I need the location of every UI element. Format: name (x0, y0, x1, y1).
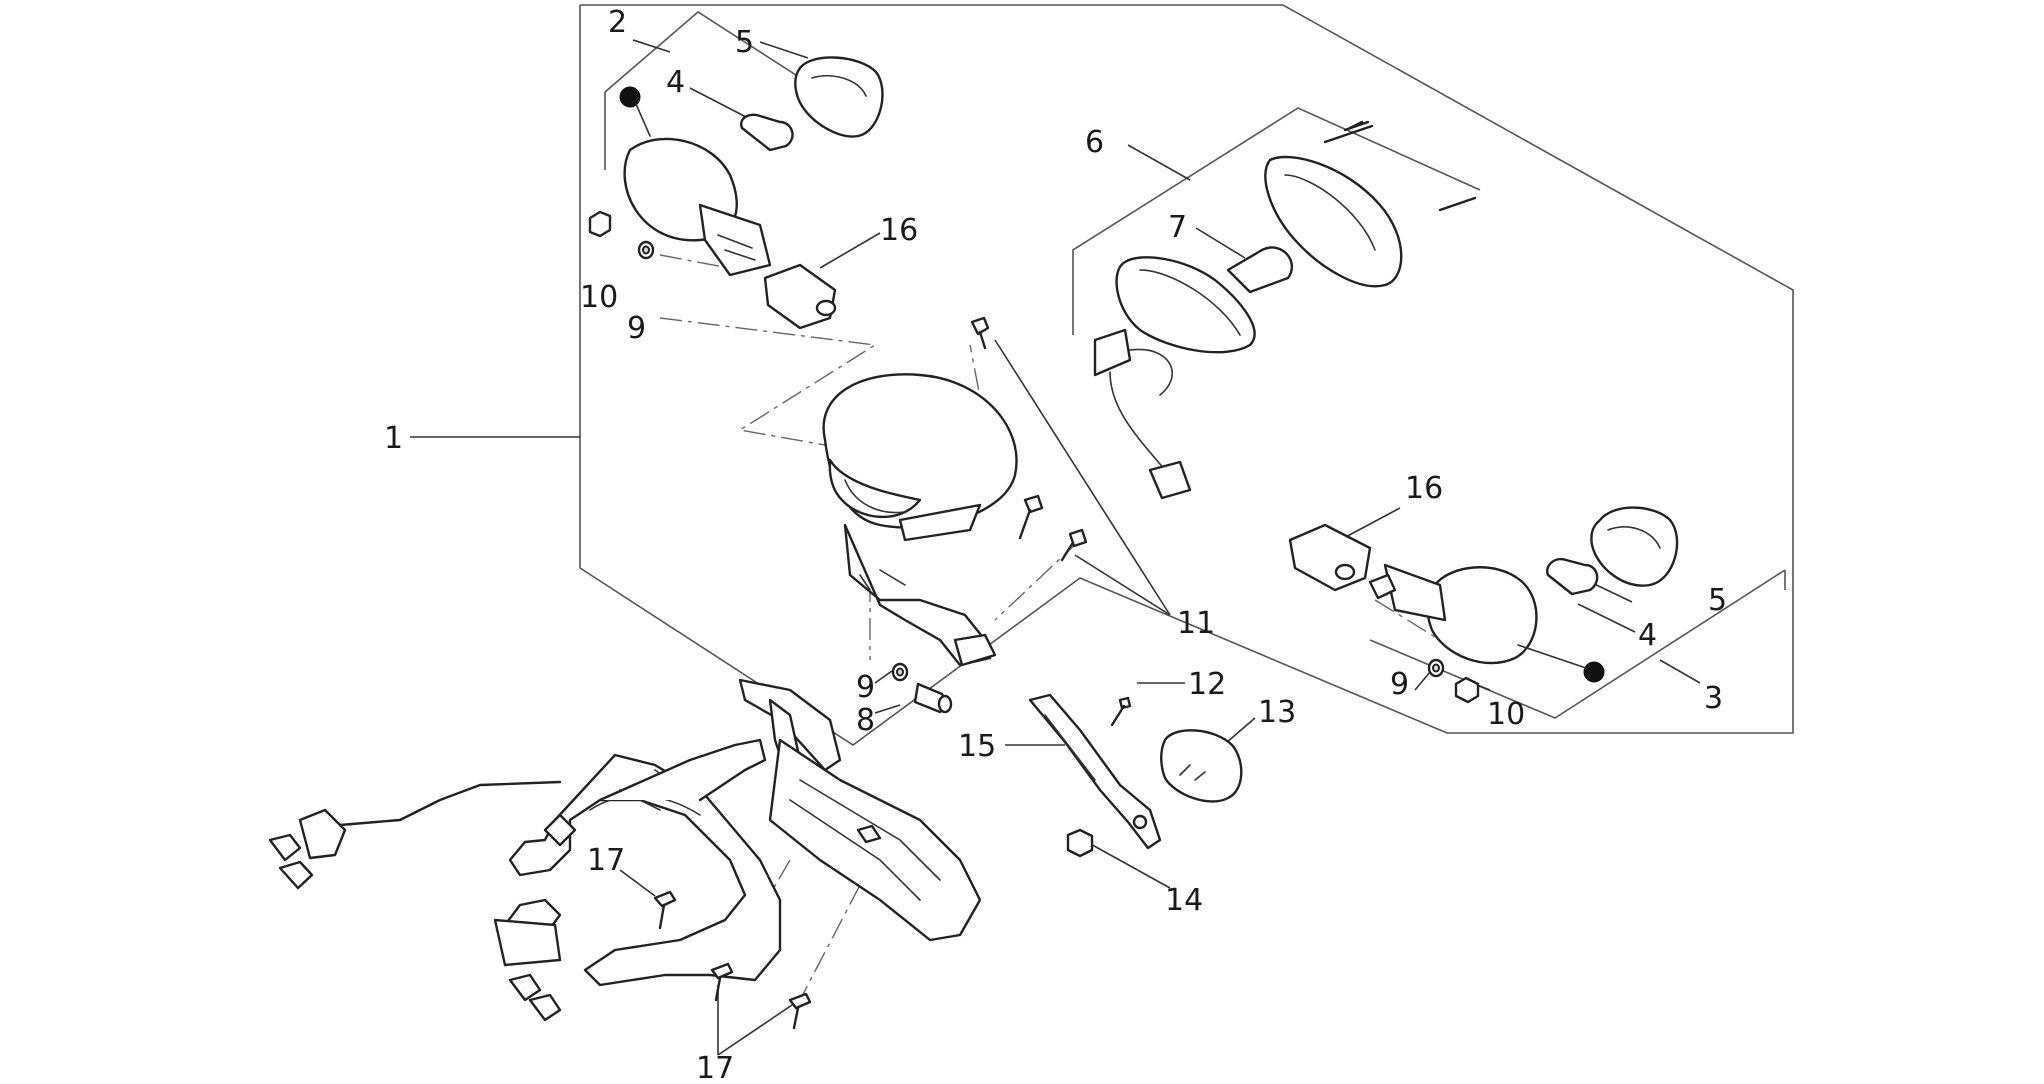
rubber-block-left (763, 263, 837, 330)
callout-7: 7 (1168, 210, 1187, 245)
screws-17 (653, 890, 812, 1030)
callout-16-right: 16 (1405, 471, 1443, 506)
rear-light-unit (1093, 120, 1477, 500)
rubber-block-right (1288, 523, 1372, 592)
bulb-right (1546, 557, 1599, 596)
callout-8: 8 (856, 703, 875, 738)
lens-left (794, 56, 884, 138)
housing-screws (970, 316, 1088, 562)
plate-holder-frame (268, 678, 982, 1022)
washer-bolt-8 (891, 662, 953, 714)
callout-10-left: 10 (580, 280, 618, 315)
callout-14: 14 (1165, 883, 1203, 918)
callout-1: 1 (384, 421, 403, 456)
callout-15: 15 (958, 729, 996, 764)
callout-5-right: 5 (1708, 583, 1727, 618)
callout-10-right: 10 (1487, 697, 1525, 732)
callout-labels: 1 2 3 4 4 5 5 6 7 8 9 9 9 10 10 11 12 13… (384, 5, 1727, 1084)
dot-marker-right (1583, 661, 1605, 683)
lens-right (1590, 506, 1679, 587)
callout-12: 12 (1188, 667, 1226, 702)
callout-5-left: 5 (735, 25, 754, 60)
callout-2: 2 (608, 5, 627, 40)
callout-4-left: 4 (666, 65, 685, 100)
callout-3: 3 (1704, 681, 1723, 716)
assembly-centerlines (659, 254, 1441, 1001)
callout-17-lower: 17 (696, 1051, 734, 1084)
frame-assembly-1 (579, 4, 1794, 746)
callout-9-left: 9 (627, 311, 646, 346)
left-turn-signal (619, 86, 772, 277)
tail-light-housing (822, 373, 1018, 667)
right-turn-signal (1368, 563, 1605, 683)
dot-marker-left (619, 86, 641, 108)
nut-washer-left (588, 210, 655, 260)
callout-11: 11 (1177, 606, 1215, 641)
callout-6: 6 (1085, 125, 1104, 160)
callout-4-right: 4 (1638, 618, 1657, 653)
callout-17-upper: 17 (587, 843, 625, 878)
bulb-left (740, 113, 794, 152)
frame-group-6 (1072, 107, 1481, 255)
callout-9-middle: 9 (856, 670, 875, 705)
callout-13: 13 (1258, 695, 1296, 730)
plate-light-bracket (1028, 693, 1243, 858)
nut-washer-right (1427, 658, 1480, 704)
leader-lines (410, 39, 1701, 1056)
callout-16-left: 16 (880, 213, 918, 248)
callout-9-right: 9 (1390, 667, 1409, 702)
